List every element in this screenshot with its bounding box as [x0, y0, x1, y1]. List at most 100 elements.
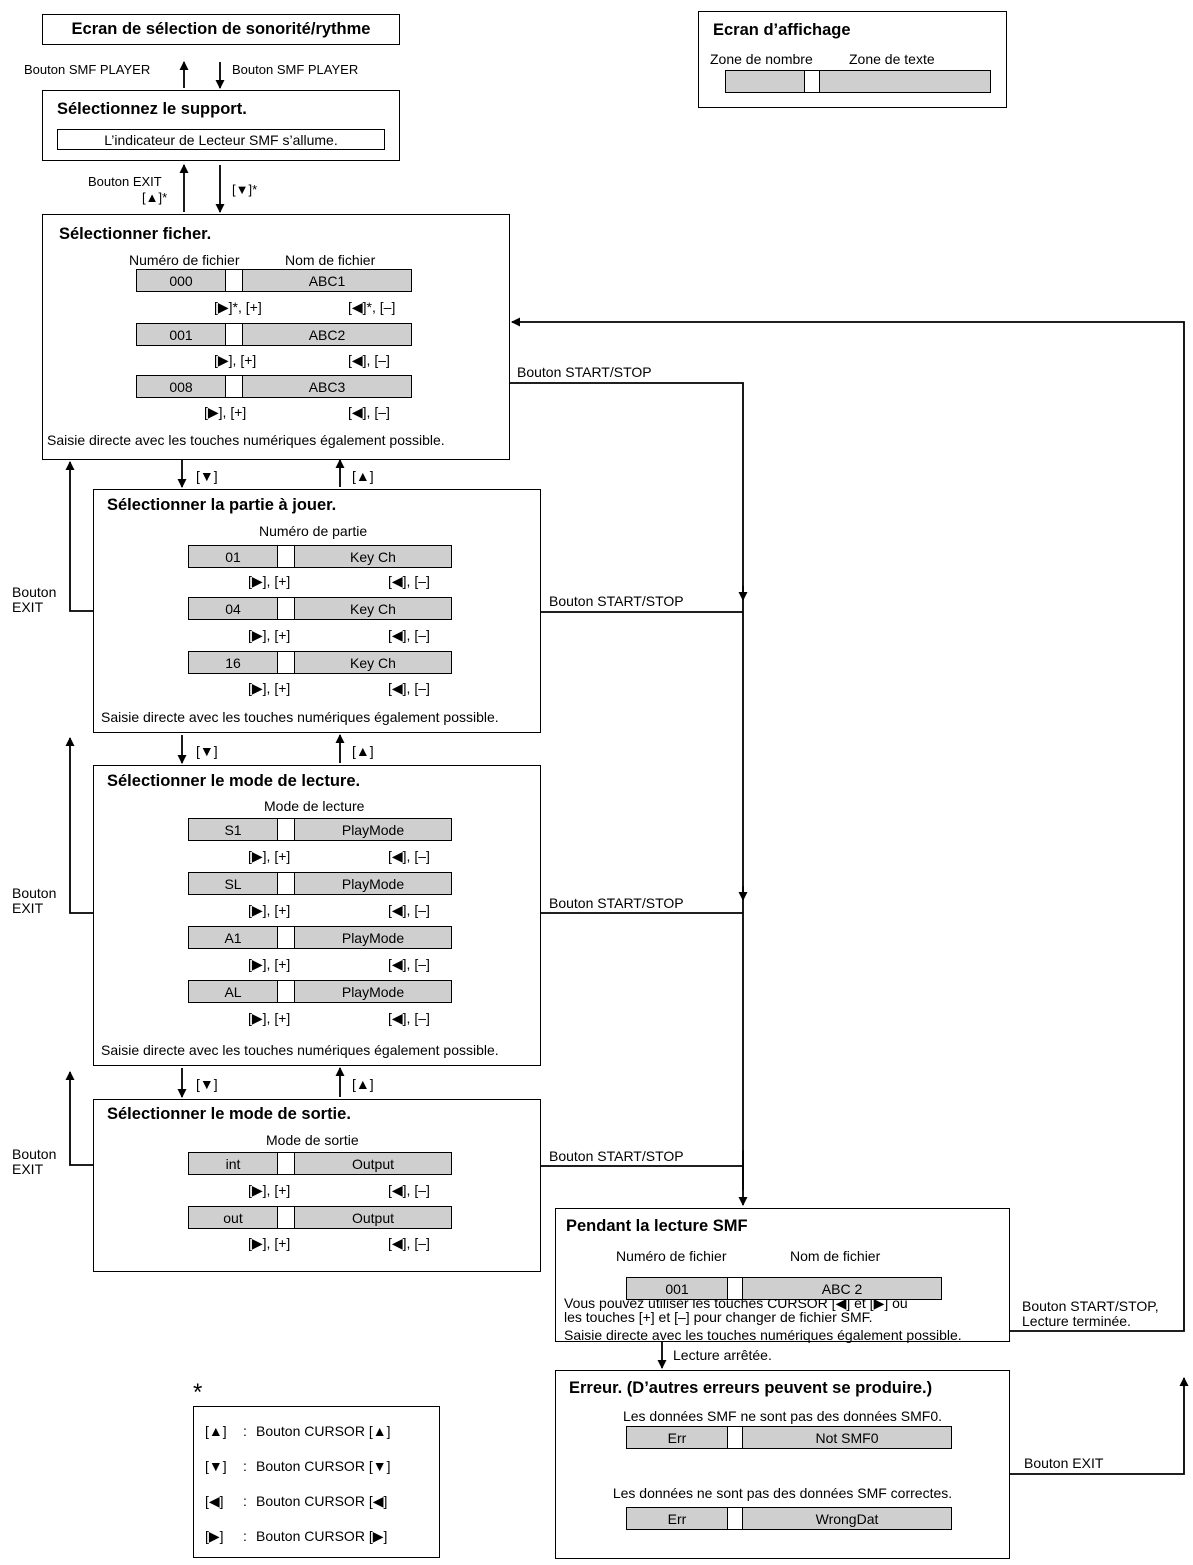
smf-player-button-label-right: Bouton SMF PLAYER [232, 62, 359, 77]
mode-row-2[interactable]: A1 PlayMode [188, 926, 452, 949]
output-mode-column-label: Mode de sortie [266, 1132, 359, 1148]
file-next-label-2: [▶], [+] [204, 404, 247, 420]
text-zone-label: Zone de texte [849, 51, 935, 67]
key-row-3-value: Bouton CURSOR [▶] [256, 1528, 388, 1544]
smf-playback-title: Pendant la lecture SMF [566, 1217, 748, 1235]
start-stop-label-1: Bouton START/STOP [517, 364, 652, 380]
part-up-label: [▲] [352, 743, 374, 759]
file-row-1-number: 001 [137, 324, 226, 345]
select-support-box: Sélectionnez le support. L’indicateur de… [42, 90, 400, 161]
select-file-title: Sélectionner ficher. [59, 225, 212, 243]
key-row-1-sep: : [243, 1458, 247, 1474]
tone-rhythm-screen-box: Ecran de sélection de sonorité/rythme [42, 14, 400, 45]
error-2-text: WrongDat [743, 1508, 951, 1529]
start-stop-label-2: Bouton START/STOP [549, 593, 684, 609]
smf-player-button-label-left: Bouton SMF PLAYER [24, 62, 151, 77]
key-row-2-sep: : [243, 1493, 247, 1509]
output-next-label-0: [▶], [+] [248, 1182, 291, 1198]
file-row-2-name: ABC3 [243, 376, 411, 397]
mode-prev-label-1: [◀], [–] [388, 902, 430, 918]
output-row-0-name: Output [295, 1153, 451, 1174]
part-row-1[interactable]: 04 Key Ch [188, 597, 452, 620]
cursor-down-label: [▼]* [232, 182, 258, 197]
part-row-2[interactable]: 16 Key Ch [188, 651, 452, 674]
exit-label-3b: EXIT [12, 1161, 44, 1177]
part-direct-input-note: Saisie directe avec les touches numériqu… [101, 709, 499, 725]
select-play-mode-box: Sélectionner le mode de lecture. Mode de… [93, 765, 541, 1066]
output-row-0[interactable]: int Output [188, 1152, 452, 1175]
mode-row-1[interactable]: SL PlayMode [188, 872, 452, 895]
file-prev-label-2: [◀], [–] [348, 404, 390, 420]
file-row-0-number: 000 [137, 270, 226, 291]
error-display-2: Err WrongDat [626, 1507, 952, 1530]
mode-prev-label-0: [◀], [–] [388, 848, 430, 864]
file-number-column-label: Numéro de fichier [129, 252, 240, 268]
number-zone-label: Zone de nombre [710, 51, 813, 67]
part-row-0[interactable]: 01 Key Ch [188, 545, 452, 568]
mode-row-3-code: AL [189, 981, 278, 1002]
key-row-0-sep: : [243, 1423, 247, 1439]
playback-direct-input-note: Saisie directe avec les touches numériqu… [564, 1327, 962, 1343]
part-row-1-name: Key Ch [295, 598, 451, 619]
mode-row-0-code: S1 [189, 819, 278, 840]
playback-file-number-label: Numéro de fichier [616, 1248, 727, 1264]
file-row-2[interactable]: 008 ABC3 [136, 375, 412, 398]
part-next-label-2: [▶], [+] [248, 680, 291, 696]
play-mode-column-label: Mode de lecture [264, 798, 365, 814]
playback-file-number: 001 [627, 1278, 728, 1299]
error-1-text: Not SMF0 [743, 1427, 951, 1448]
mode-row-1-name: PlayMode [295, 873, 451, 894]
exit-label-1b: EXIT [12, 599, 44, 615]
mode-row-2-code: A1 [189, 927, 278, 948]
mode-prev-label-3: [◀], [–] [388, 1010, 430, 1026]
output-next-label-1: [▶], [+] [248, 1235, 291, 1251]
display-gap [278, 598, 295, 619]
error-exit-label: Bouton EXIT [1024, 1455, 1104, 1471]
error-message-1: Les données SMF ne sont pas des données … [622, 1408, 943, 1424]
cursor-key-legend-box [193, 1406, 440, 1558]
mode-next-label-2: [▶], [+] [248, 956, 291, 972]
file-row-0[interactable]: 000 ABC1 [136, 269, 412, 292]
mode-row-3-name: PlayMode [295, 981, 451, 1002]
playback-return-label-2: Lecture terminée. [1022, 1313, 1131, 1329]
select-play-mode-title: Sélectionner le mode de lecture. [107, 772, 361, 790]
mode-row-1-code: SL [189, 873, 278, 894]
key-row-0-value: Bouton CURSOR [▲] [256, 1423, 391, 1439]
part-row-2-name: Key Ch [295, 652, 451, 673]
select-support-title: Sélectionnez le support. [57, 100, 247, 118]
legend-text-zone [820, 71, 990, 92]
display-legend-title: Ecran d’affichage [713, 21, 851, 39]
select-output-mode-box: Sélectionner le mode de sortie. Mode de … [93, 1099, 541, 1272]
mode-row-0[interactable]: S1 PlayMode [188, 818, 452, 841]
file-row-0-name: ABC1 [243, 270, 411, 291]
legend-display [725, 70, 991, 93]
mode-direct-input-note: Saisie directe avec les touches numériqu… [101, 1042, 499, 1058]
key-row-2-value: Bouton CURSOR [◀] [256, 1493, 388, 1509]
error-2-code: Err [627, 1508, 728, 1529]
file-next-label-0: [▶]*, [+] [214, 299, 262, 315]
display-gap [226, 376, 243, 397]
output-prev-label-0: [◀], [–] [388, 1182, 430, 1198]
display-gap [728, 1278, 743, 1299]
file-down-label: [▼] [196, 468, 218, 484]
file-row-1[interactable]: 001 ABC2 [136, 323, 412, 346]
key-row-3-sep: : [243, 1528, 247, 1544]
legend-number-zone [726, 71, 805, 92]
part-prev-label-2: [◀], [–] [388, 680, 430, 696]
file-next-label-1: [▶], [+] [214, 352, 257, 368]
mode-down-label: [▼] [196, 1076, 218, 1092]
part-row-2-number: 16 [189, 652, 278, 673]
file-up-label: [▲] [352, 468, 374, 484]
part-row-0-name: Key Ch [295, 546, 451, 567]
part-number-column-label: Numéro de partie [259, 523, 368, 539]
display-gap [278, 981, 295, 1002]
part-down-label: [▼] [196, 743, 218, 759]
key-row-2-key: [◀] [205, 1493, 224, 1509]
mode-next-label-3: [▶], [+] [248, 1010, 291, 1026]
error-title: Erreur. (D’autres erreurs peuvent se pro… [569, 1379, 933, 1397]
key-row-0-key: [▲] [205, 1423, 227, 1439]
exit-button-label: Bouton EXIT [88, 174, 162, 189]
output-row-1[interactable]: out Output [188, 1206, 452, 1229]
mode-row-3[interactable]: AL PlayMode [188, 980, 452, 1003]
